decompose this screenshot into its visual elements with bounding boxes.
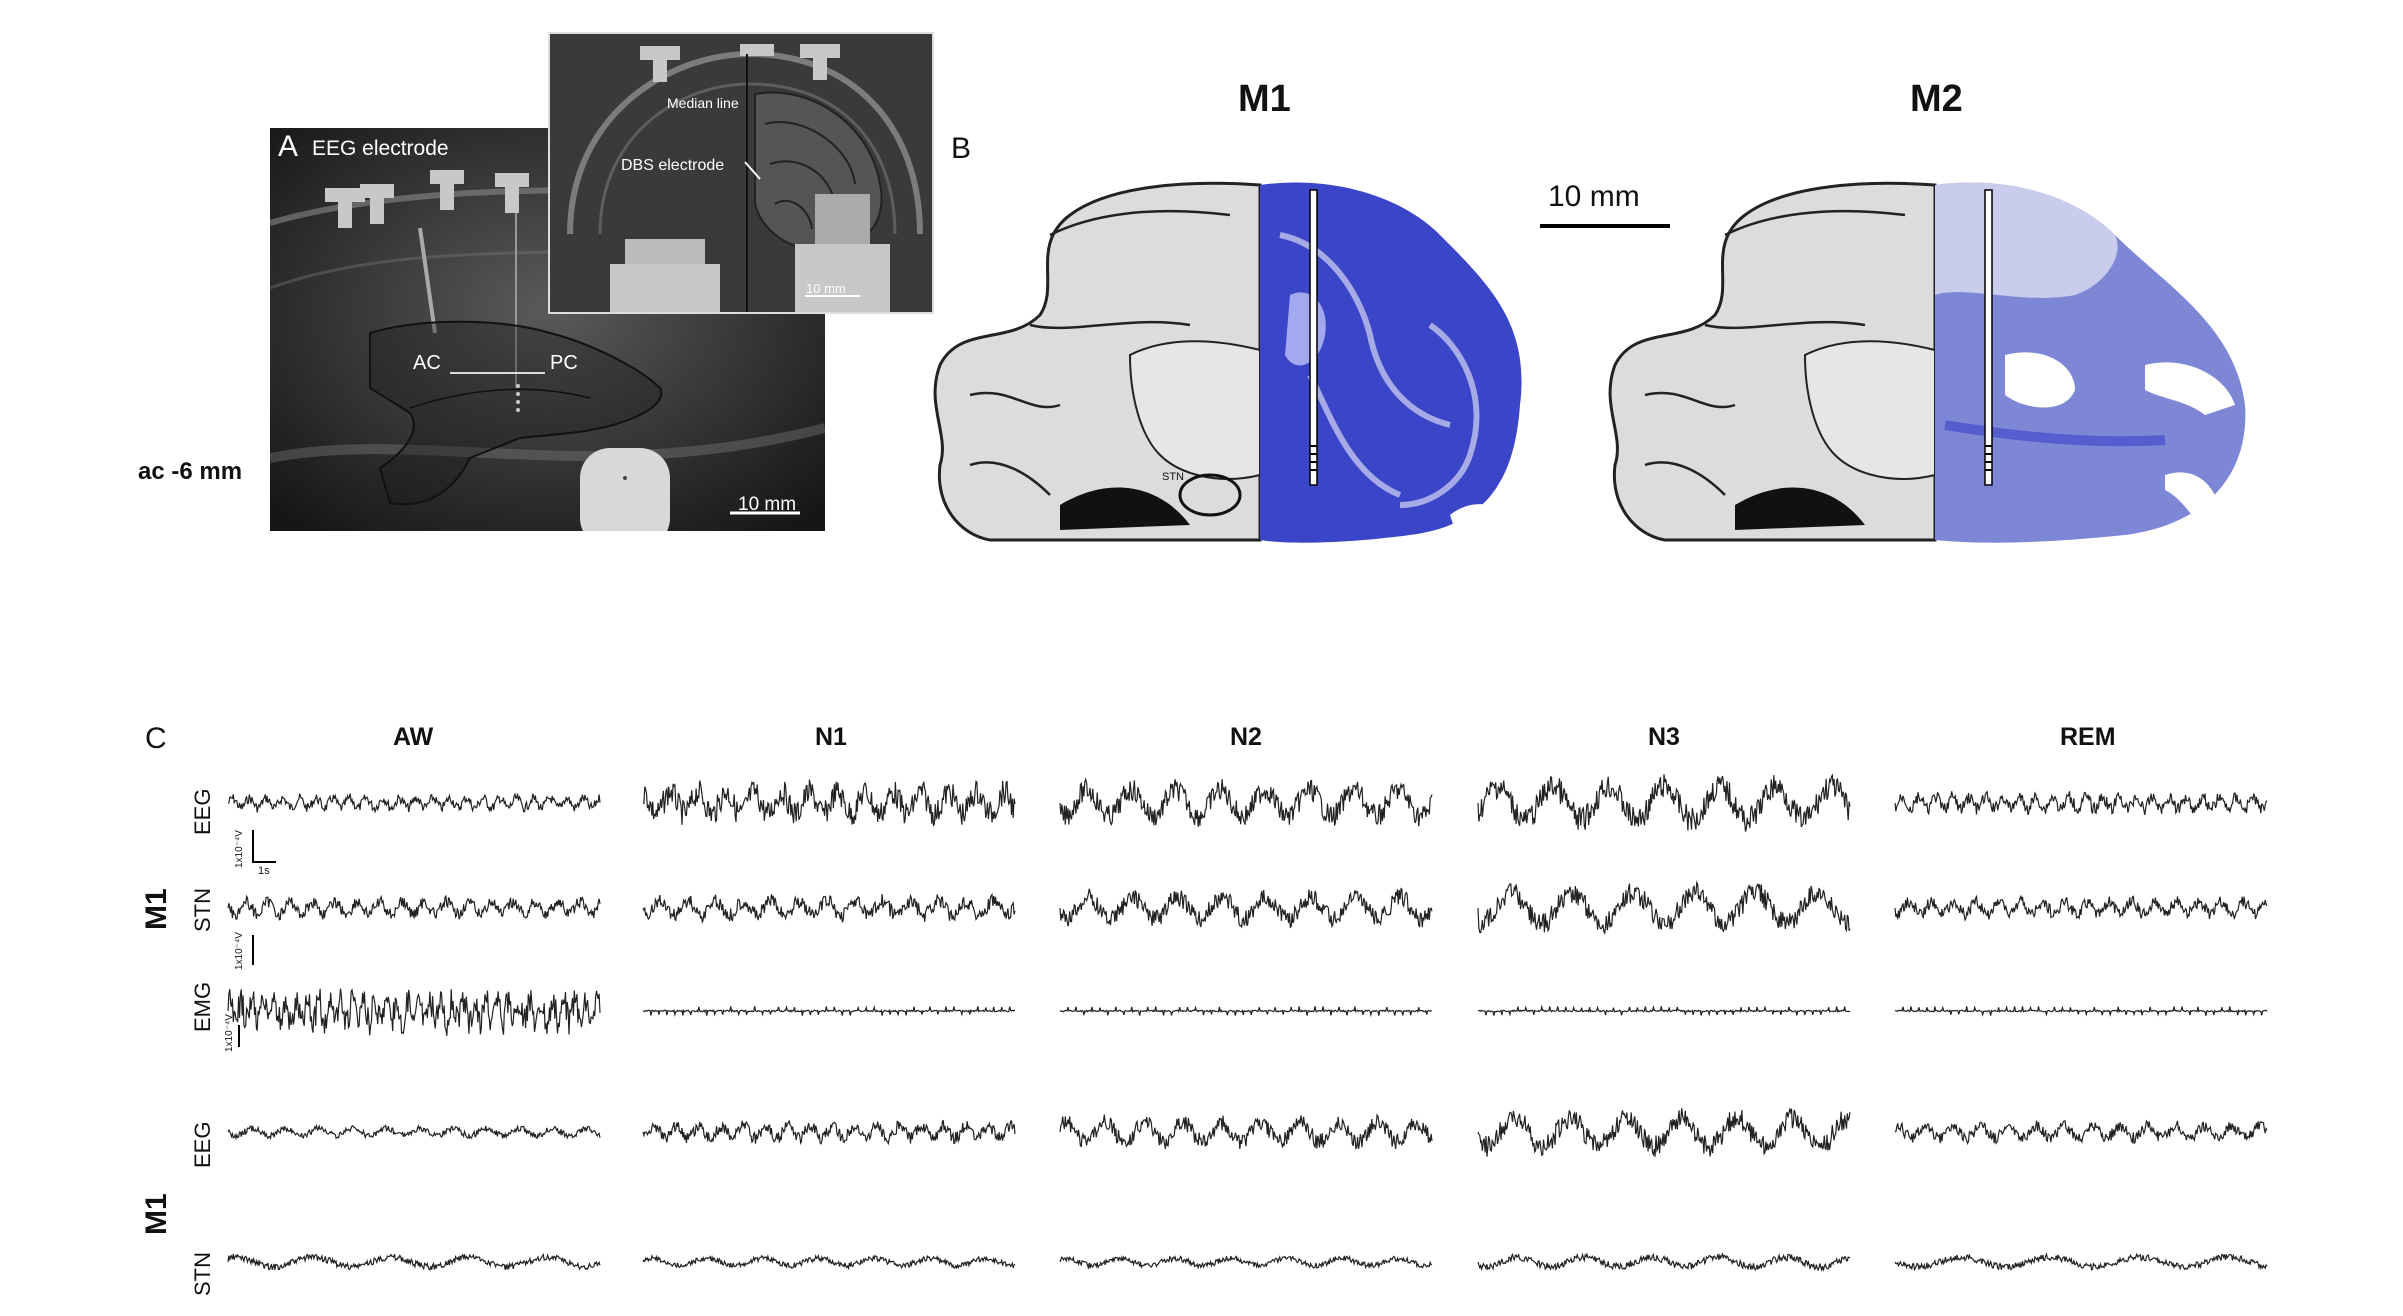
trace-eeg-bottom-rem: [1894, 1119, 2268, 1146]
scale-label-time: 1s: [258, 865, 270, 877]
pc-label: PC: [550, 352, 578, 374]
m2-heading: M2: [1910, 78, 1963, 120]
median-line-label: Median line: [667, 95, 739, 111]
panel-c-letter: C: [145, 722, 167, 755]
trace-stn-bottom-n3: [1477, 1252, 1851, 1273]
trace-emg-n2: [1059, 1005, 1432, 1018]
trace-stn-top-aw: [227, 894, 601, 921]
trace-eeg-bottom-n1: [642, 1119, 1016, 1146]
stage-label-n3: N3: [1648, 723, 1680, 751]
scale-bar-eeg-vertical: [252, 830, 254, 862]
trace-eeg-top-n3: [1477, 773, 1851, 832]
stage-label-n1: N1: [815, 723, 847, 751]
panel-b-letter: B: [951, 132, 972, 165]
m1-section-drawing: STN: [933, 181, 1522, 543]
ac-label: AC: [413, 352, 441, 374]
xray-scale-label: 10 mm: [738, 494, 797, 515]
trace-eeg-bottom-aw: [227, 1123, 601, 1141]
trace-eeg-top-n1: [642, 779, 1016, 828]
scale-bar-time: [252, 861, 276, 863]
scale-bar-emg-vertical: [238, 1025, 240, 1047]
eeg-electrode-label: EEG electrode: [312, 137, 449, 160]
trace-stn-top-n1: [642, 892, 1016, 925]
trace-emg-n3: [1477, 1004, 1850, 1017]
trace-stn-bottom-rem: [1894, 1252, 2268, 1272]
trace-emg-aw: [227, 987, 601, 1036]
inset-scale-label: 10 mm: [806, 281, 846, 296]
trace-eeg-top-n2: [1059, 777, 1433, 827]
coordinate-label: ac -6 mm: [138, 458, 243, 485]
panel-a-letter: A: [278, 130, 299, 163]
trace-emg-rem: [1894, 1005, 2268, 1017]
stage-label-rem: REM: [2060, 723, 2116, 751]
trace-stn-bottom-n1: [642, 1253, 1016, 1271]
m2-section-drawing: [1608, 181, 2246, 543]
trace-eeg-top-rem: [1894, 790, 2268, 816]
stage-label-aw: AW: [393, 723, 434, 751]
stn-atlas-label: STN: [1162, 471, 1184, 483]
trace-stn-bottom-n2: [1059, 1254, 1433, 1271]
histology-scale-label: 10 mm: [1548, 180, 1640, 213]
trace-stn-top-rem: [1894, 894, 2268, 922]
trace-stn-bottom-aw: [227, 1253, 601, 1272]
stage-label-n2: N2: [1230, 723, 1262, 751]
trace-stn-top-n2: [1059, 887, 1433, 929]
xray-coronal-inset: [548, 32, 934, 314]
trace-eeg-bottom-n3: [1477, 1106, 1851, 1157]
dbs-electrode-label: DBS electrode: [621, 157, 725, 174]
histology-scale-bar: [1540, 224, 1670, 228]
trace-eeg-bottom-n2: [1059, 1113, 1433, 1150]
scale-bar-stn-vertical: [252, 935, 254, 965]
m1-heading: M1: [1238, 78, 1291, 120]
trace-emg-n1: [642, 1004, 1016, 1017]
trace-eeg-top-aw: [227, 792, 601, 814]
xray-coronal-drawing: [550, 34, 932, 312]
trace-stn-top-n3: [1477, 880, 1851, 935]
